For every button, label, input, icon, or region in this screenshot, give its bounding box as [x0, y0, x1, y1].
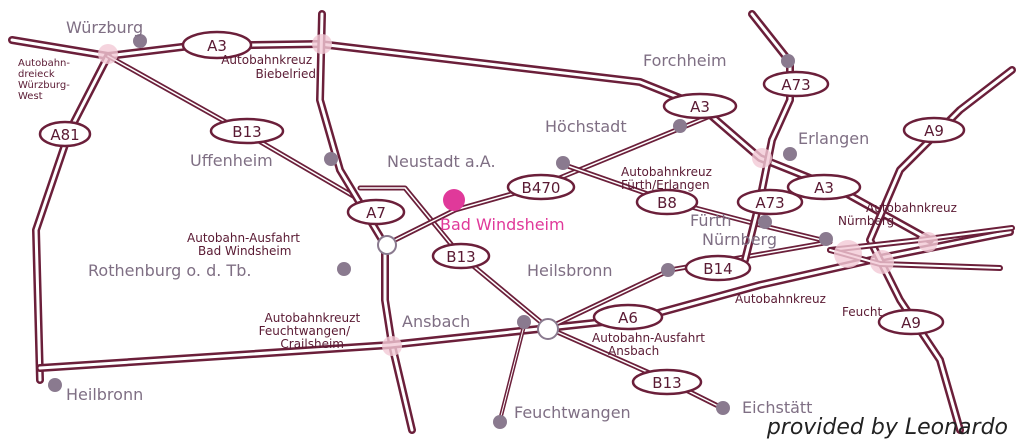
city-dot-neustadt [556, 156, 570, 170]
svg-text:B14: B14 [703, 260, 732, 278]
shield-a3-east: A3 [662, 92, 738, 120]
shield-a3-nuernberg: A3 [786, 173, 862, 201]
shield-b470: B470 [506, 173, 576, 201]
shield-a73-south: A73 [736, 188, 804, 216]
city-label-wuerzburg: Würzburg [66, 18, 143, 37]
svg-text:A6: A6 [618, 309, 638, 327]
city-dot-wuerzburg [133, 34, 147, 48]
svg-text:A3: A3 [814, 179, 834, 197]
city-label-uffenheim: Uffenheim [190, 151, 273, 170]
shield-a73-north: A73 [762, 70, 830, 98]
svg-text:A73: A73 [755, 194, 784, 212]
shield-b14: B14 [684, 254, 752, 282]
city-dot-heilbronn [48, 378, 62, 392]
city-dot-ansbach [517, 315, 531, 329]
svg-text:A81: A81 [50, 126, 79, 144]
city-dot-fuerth [758, 215, 772, 229]
city-dot-forchheim [781, 54, 795, 68]
junction-label-ansbach-exit: Autobahn-Ausfahrt Ansbach [592, 331, 709, 358]
city-dot-feuchtwangen [493, 415, 507, 429]
svg-text:A73: A73 [781, 76, 810, 94]
junction-label-nuernberg: Autobahnkreuz Nürnberg [838, 201, 961, 228]
city-dot-uffenheim [324, 152, 338, 166]
junction-label-feucht: Autobahnkreuz Feucht [735, 292, 882, 319]
city-dot-eichstaett [716, 401, 730, 415]
exit-bad-windsheim [377, 235, 397, 255]
shield-a9-north: A9 [902, 116, 966, 144]
interchange-feucht [870, 250, 894, 274]
svg-text:B13: B13 [446, 248, 475, 266]
svg-text:A9: A9 [901, 314, 921, 332]
city-dot-heilsbronn [661, 263, 675, 277]
city-label-fuerth: Fürth [690, 211, 731, 230]
city-dots [48, 34, 833, 429]
city-label-eichstaett: Eichstätt [742, 398, 812, 417]
junction-label-bad-windsheim-exit: Autobahn-Ausfahrt Bad Windsheim [187, 231, 304, 258]
city-label-bad-windsheim: Bad Windsheim [440, 215, 565, 234]
city-label-ansbach: Ansbach [402, 312, 470, 331]
city-label-erlangen: Erlangen [798, 129, 869, 148]
exit-ansbach [537, 318, 559, 340]
city-label-neustadt: Neustadt a.A. [387, 152, 496, 171]
city-dot-erlangen [783, 147, 797, 161]
city-label-forchheim: Forchheim [643, 51, 727, 70]
shield-b13-north: B13 [209, 117, 285, 145]
svg-text:A9: A9 [924, 122, 944, 140]
city-dot-hoechstadt [673, 119, 687, 133]
interchange-biebelried [312, 34, 332, 54]
shield-b8: B8 [635, 188, 699, 216]
city-label-feuchtwangen: Feuchtwangen [514, 403, 631, 422]
shield-a3-west: A3 [181, 30, 253, 60]
city-label-heilsbronn: Heilsbronn [527, 261, 613, 280]
svg-text:B13: B13 [232, 123, 261, 141]
city-dot-rothenburg [337, 262, 351, 276]
interchange-nuernberg-east [918, 232, 938, 252]
junction-label-feuchtwangen-crailsheim: Autobahnkreuzt Feuchtwangen/ Crailsheim [259, 311, 364, 351]
interchange-feuchtwangen-crailsheim [382, 336, 402, 356]
interchange-fuerth-erlangen [752, 148, 772, 168]
junction-label-fuerth-erlangen: Autobahnkreuz Fürth/Erlangen [621, 165, 716, 192]
shield-a81: A81 [38, 120, 92, 148]
shield-a7: A7 [346, 198, 406, 226]
svg-text:B13: B13 [652, 374, 681, 392]
junction-label-biebelried: Autobahnkreuz Biebelried [221, 53, 316, 81]
city-labels: Würzburg Uffenheim Rothenburg o. d. Tb. … [66, 18, 869, 422]
svg-text:B8: B8 [657, 194, 677, 212]
city-label-hoechstadt: Höchstadt [545, 117, 627, 136]
interchanges [98, 34, 938, 356]
shield-a9-south: A9 [877, 308, 945, 336]
interchange-nuernberg [834, 240, 862, 268]
svg-text:A7: A7 [366, 204, 386, 222]
road-shields: A3 A81 B13 A7 B470 B13 A3 A73 [38, 30, 966, 396]
svg-text:B470: B470 [522, 179, 561, 197]
interchange-wuerzburg-west [98, 44, 118, 64]
shield-b13-south: B13 [631, 368, 703, 396]
svg-text:A3: A3 [690, 98, 710, 116]
city-label-rothenburg: Rothenburg o. d. Tb. [88, 261, 251, 280]
city-dot-bad-windsheim [443, 189, 465, 211]
svg-text:A3: A3 [207, 37, 227, 55]
shield-a6: A6 [592, 303, 664, 331]
city-label-nuernberg: Nürnberg [702, 230, 777, 249]
credit-text: provided by Leonardo [766, 415, 1008, 440]
junction-labels: Autobahn- dreieck Würzburg- West Autobah… [18, 53, 961, 358]
shield-b13-mid: B13 [431, 242, 491, 270]
junction-label-wuerzburg-west: Autobahn- dreieck Würzburg- West [18, 58, 73, 102]
city-dot-nuernberg [819, 232, 833, 246]
city-label-heilbronn: Heilbronn [66, 385, 143, 404]
